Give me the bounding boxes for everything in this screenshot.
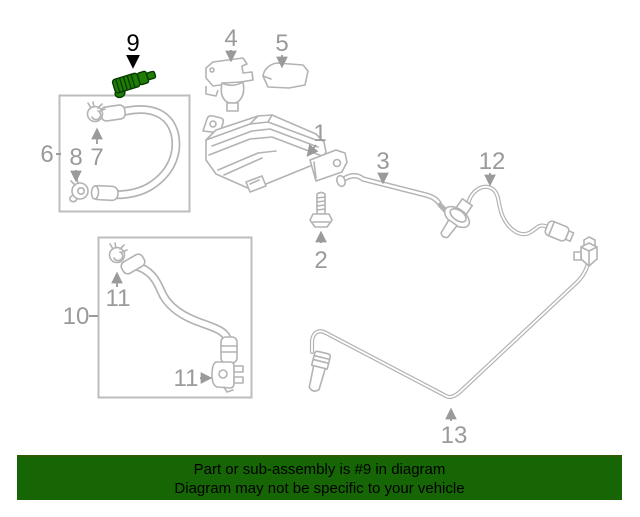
callout-12[interactable]: 12: [479, 148, 506, 175]
callout-13[interactable]: 13: [441, 422, 468, 449]
callout-1[interactable]: 1: [313, 120, 326, 147]
part-4-bracket-valve: [205, 57, 254, 112]
part-11-clamp: [108, 242, 128, 264]
callout-1-arrow: [306, 144, 319, 157]
callout-4[interactable]: 4: [224, 25, 237, 52]
callout-5[interactable]: 5: [275, 30, 288, 57]
callout-3[interactable]: 3: [376, 148, 389, 175]
part-1-canister: [202, 114, 348, 193]
part-5-bracket: [262, 62, 309, 89]
part-2-bolt: [309, 191, 333, 228]
callouts: 9 4 5 1 2 3 12 13 6 7 8 10 11 11: [40, 25, 505, 449]
part-12-oxygen-sensor: [440, 184, 575, 242]
callout-10[interactable]: 10: [63, 303, 90, 330]
part-10-hose: [120, 253, 238, 365]
callout-6[interactable]: 6: [40, 141, 53, 168]
part-9-highlighted-part[interactable]: [111, 68, 159, 99]
banner-line1: Part or sub-assembly is #9 in diagram: [193, 461, 446, 478]
callout-8[interactable]: 8: [69, 144, 82, 171]
highlight-banner: Part or sub-assembly is #9 in diagram Di…: [17, 455, 622, 500]
callout-2[interactable]: 2: [314, 247, 327, 274]
banner-line2: Diagram may not be specific to your vehi…: [174, 480, 465, 497]
callout-11b[interactable]: 11: [174, 365, 199, 392]
part-7-clamp: [86, 101, 106, 123]
callout-11a[interactable]: 11: [106, 285, 131, 312]
callout-7[interactable]: 7: [90, 144, 103, 171]
part-13-oxygen-sensor: [308, 236, 598, 400]
callout-9[interactable]: 9: [126, 30, 139, 57]
part-3-tube: [335, 172, 454, 218]
part-11-connector: [211, 361, 244, 393]
part-13-connector: [573, 236, 598, 267]
